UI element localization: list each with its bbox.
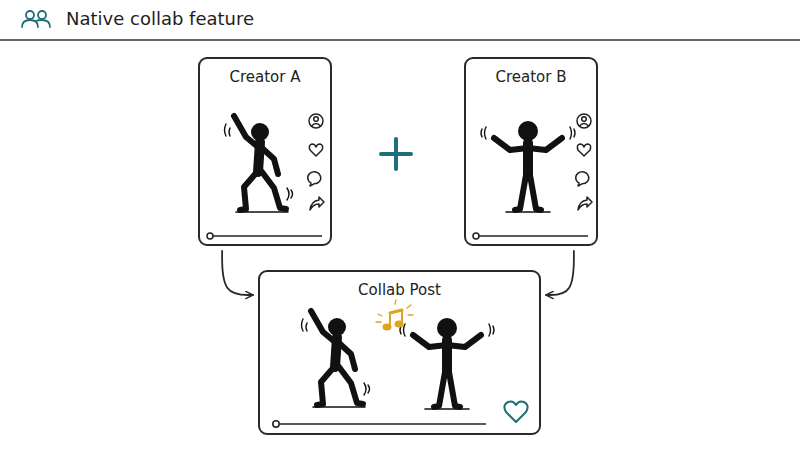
music-note	[376, 300, 413, 330]
diagram-title: Native collab feature	[66, 8, 254, 29]
dancer-figure	[400, 318, 494, 409]
progress-bar	[473, 233, 588, 239]
header-rule	[0, 39, 800, 41]
flow-arrow	[546, 251, 574, 295]
progress-bar	[207, 233, 322, 239]
people-icon	[22, 11, 50, 27]
side-icons	[308, 114, 324, 210]
dancer-figure	[302, 311, 370, 407]
dancer-figure	[225, 116, 293, 212]
dancer-figure	[481, 121, 575, 212]
post-frame: Creator B	[464, 57, 598, 246]
heart-icon	[504, 401, 527, 422]
flow-arrow	[222, 251, 253, 295]
side-icons	[576, 114, 592, 210]
post-title: Creator B	[466, 59, 596, 86]
plus-symbol	[381, 139, 411, 169]
post-frame: Collab Post	[258, 270, 541, 435]
post-frame: Creator A	[198, 57, 332, 246]
progress-bar	[273, 421, 486, 427]
post-title: Collab Post	[260, 272, 539, 299]
post-title: Creator A	[200, 59, 330, 86]
